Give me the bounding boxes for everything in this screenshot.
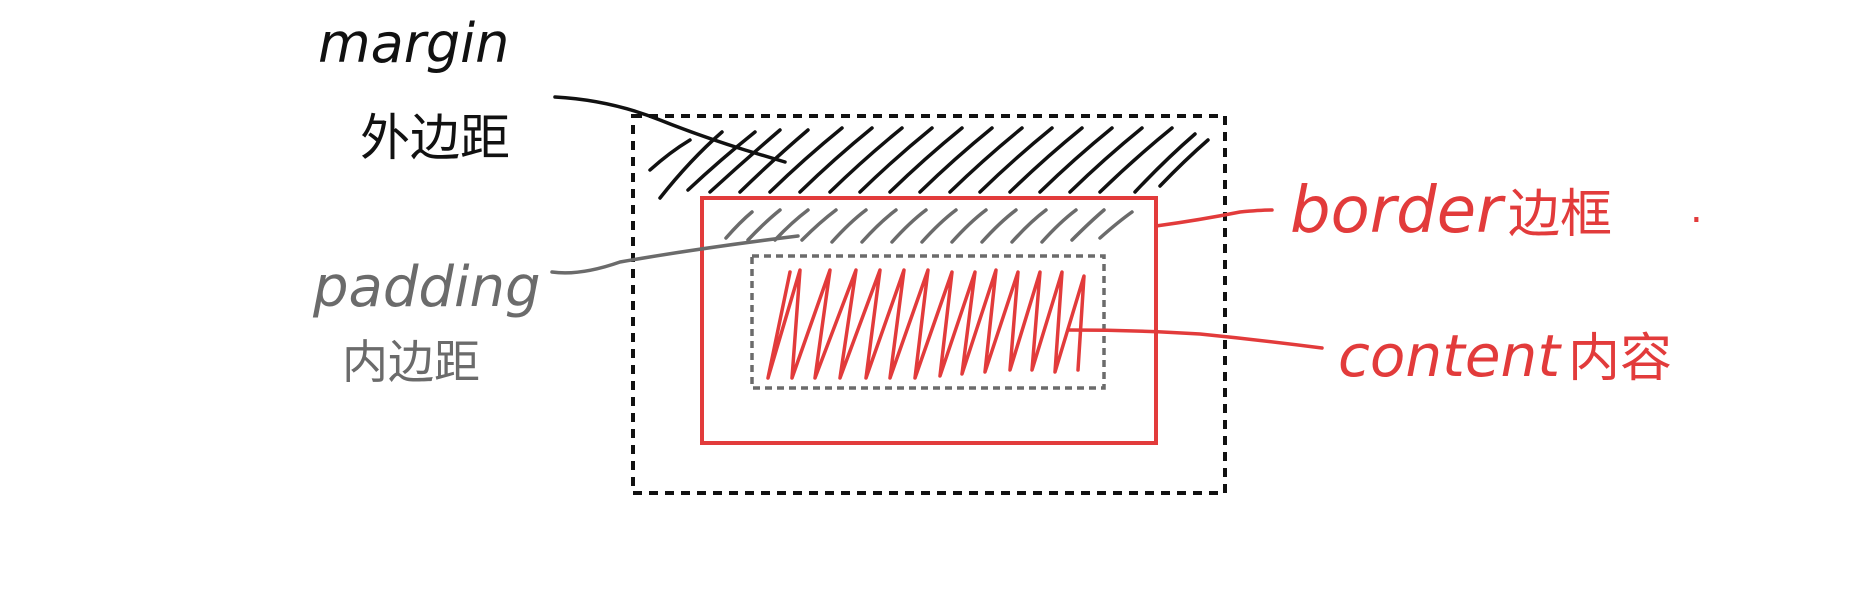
- border-label-en: border: [1290, 174, 1506, 248]
- margin-label-zh: 外边距: [360, 109, 510, 167]
- margin-box: [631, 114, 1227, 495]
- content-box: [750, 254, 1106, 390]
- padding-label-zh: 内边距: [342, 335, 480, 389]
- content-scribble: [766, 268, 1086, 380]
- margin-hatching: [648, 126, 1210, 200]
- border-box: [700, 196, 1158, 445]
- content-label-en: content: [1338, 322, 1562, 390]
- border-label-zh: 边框: [1508, 185, 1612, 245]
- content-label-zh: 内容: [1568, 329, 1672, 389]
- padding-label-en: padding: [312, 255, 541, 320]
- border-label-suffix: .: [1690, 186, 1703, 232]
- padding-leader-line: [550, 234, 800, 275]
- border-leader-line: [1154, 208, 1274, 228]
- margin-label-en: margin: [318, 12, 509, 75]
- margin-leader-line: [553, 95, 787, 164]
- padding-hatching: [724, 208, 1134, 244]
- content-leader-line: [1066, 328, 1324, 350]
